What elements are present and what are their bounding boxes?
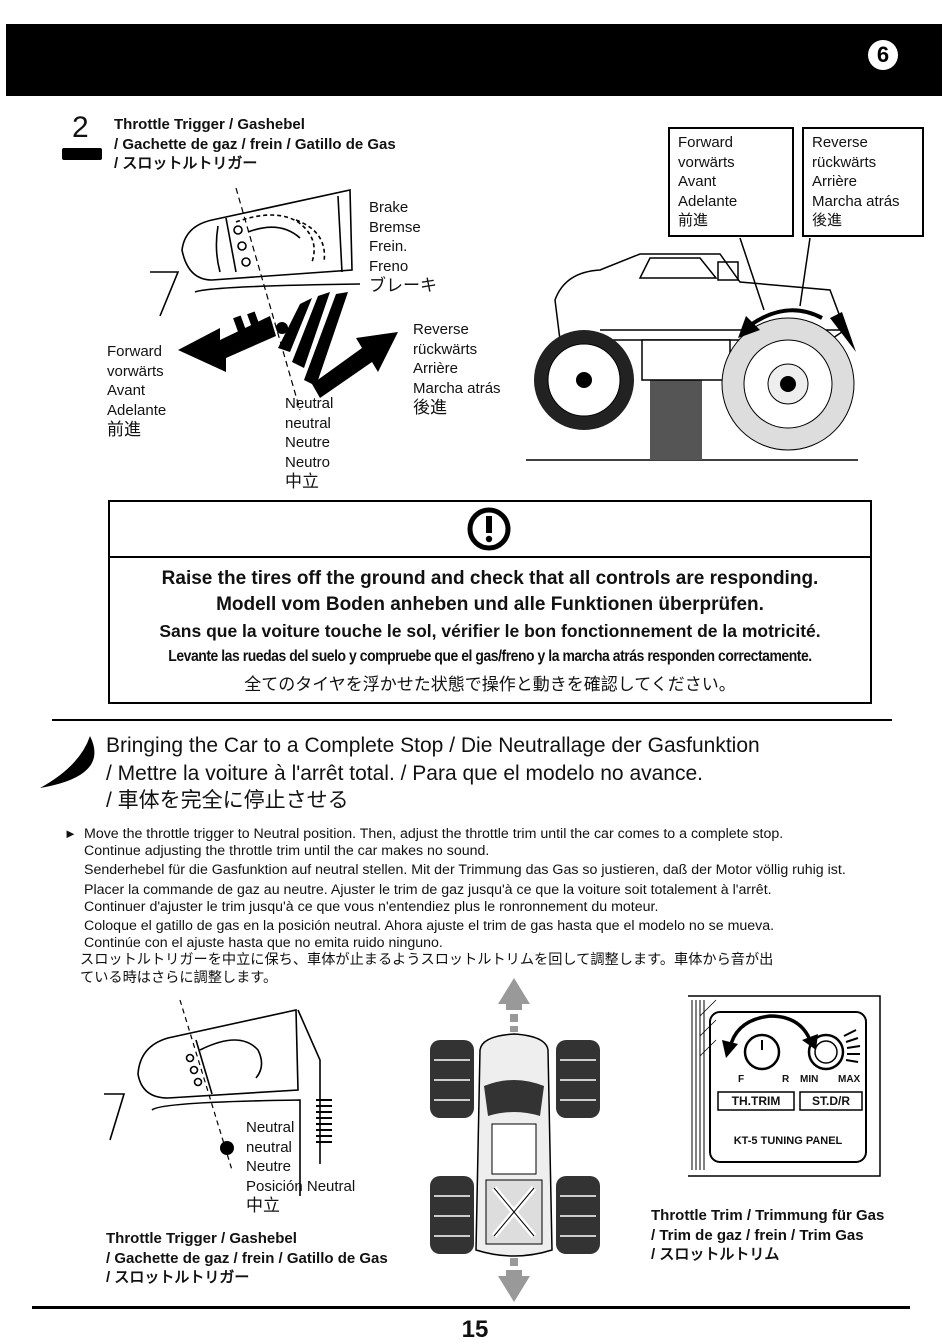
th-trim-label: TH.TRIM (731, 1094, 781, 1108)
section-divider (52, 719, 892, 721)
neutral-diagram-caption: Throttle Trigger / Gashebel / Gachette d… (106, 1230, 388, 1286)
dr-max-label: MAX (838, 1074, 861, 1085)
step-number: 2 (72, 111, 89, 144)
dr-min-label: MIN (800, 1074, 819, 1085)
exclamation-icon (467, 507, 511, 551)
step-title: Throttle Trigger / Gashebel / Gachette d… (114, 116, 396, 172)
tuning-panel-caption: Throttle Trim / Trimmung für Gas / Trim … (651, 1207, 885, 1263)
instructions: Move the throttle trigger to Neutral pos… (80, 826, 846, 986)
bullet-icon: ► (64, 826, 77, 841)
tuning-panel-name: KT-5 TUNING PANEL (733, 1135, 843, 1147)
warning-line-en: Raise the tires off the ground and check… (161, 568, 819, 589)
warning-line-es: Levante las ruedas del suelo y compruebe… (168, 648, 812, 665)
st-dr-label: ST.D/R (811, 1094, 850, 1108)
warning-box: Raise the tires off the ground and check… (108, 500, 872, 704)
warning-line-de: Modell vom Boden anheben und alle Funkti… (216, 594, 764, 615)
footer-rule (32, 1306, 910, 1309)
step-bar-icon (62, 148, 102, 160)
page-number: 15 (461, 1316, 489, 1343)
trim-r-label: R (782, 1074, 790, 1085)
section-title: Bringing the Car to a Complete Stop / Di… (106, 734, 760, 812)
page-badge: 6 (868, 40, 898, 70)
page-header-bar (6, 24, 942, 96)
crescent-icon (40, 736, 95, 788)
warning-line-fr: Sans que la voiture touche le sol, vérif… (159, 621, 821, 641)
trim-f-label: F (738, 1074, 745, 1085)
warning-line-ja: 全てのタイヤを浮かせた状態で操作と動きを確認してください。 (244, 675, 736, 694)
